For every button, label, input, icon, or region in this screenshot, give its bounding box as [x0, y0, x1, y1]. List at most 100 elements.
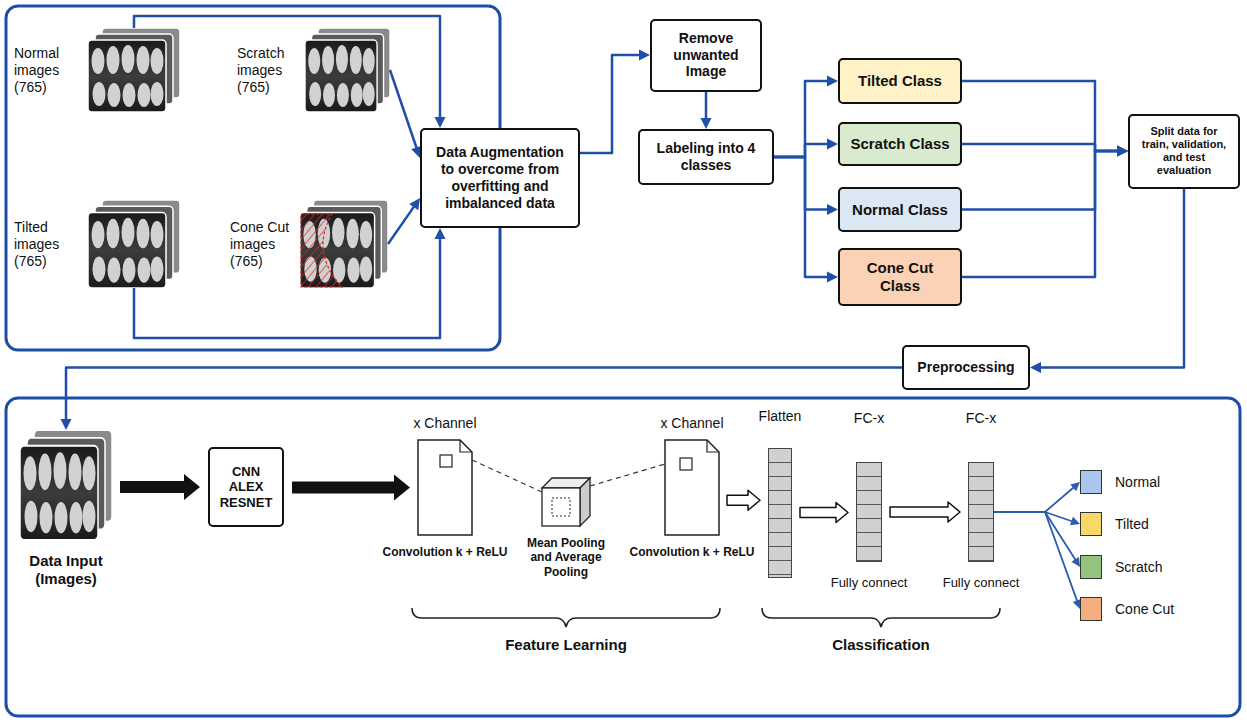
connector	[774, 76, 838, 158]
connector	[962, 146, 1128, 210]
process-box: Remove unwanted Image	[650, 19, 762, 92]
node-label: Cone Cut	[1115, 601, 1195, 618]
arrowhead	[827, 139, 838, 150]
arrowhead	[1117, 146, 1128, 157]
node-label: Cone Cut Class	[848, 259, 952, 295]
node-label: Normal images (765)	[14, 45, 78, 95]
xray-stack	[88, 28, 180, 112]
output-swatch: Cone Cut	[1080, 597, 1102, 621]
node-label: Fully connect	[819, 575, 919, 591]
node-label: Convolution k + ReLU	[381, 545, 509, 559]
arrowhead	[435, 228, 446, 239]
node-label: Cone Cut images (765)	[230, 219, 292, 269]
connector	[890, 502, 960, 522]
output-swatch: Tilted	[1080, 512, 1102, 536]
hollow-arrow	[727, 490, 760, 510]
node-label: Preprocessing	[912, 359, 1020, 376]
arrowhead	[61, 419, 72, 430]
arrowhead	[827, 204, 838, 215]
class-box: Scratch Class	[838, 122, 962, 166]
connector	[134, 16, 446, 128]
node-label: Convolution k + ReLU	[628, 545, 756, 559]
node-label: Labeling into 4 classes	[648, 140, 764, 174]
arrowhead	[1030, 362, 1041, 373]
cone-cut-region	[301, 214, 342, 287]
page-fold	[460, 440, 472, 452]
node-label: FC-x	[951, 410, 1011, 427]
flow-line	[390, 70, 417, 149]
model-box: CNN ALEX RESNET	[208, 447, 284, 527]
flow-line	[134, 237, 440, 338]
flow-line	[994, 512, 1073, 522]
flow-line	[388, 205, 415, 244]
connector	[701, 92, 712, 130]
xray-stack	[305, 28, 390, 112]
block-arrow	[120, 474, 200, 500]
pooling-cube: Mean Pooling and Average Pooling	[542, 478, 590, 526]
node-label: Data Input (Images)	[11, 552, 121, 588]
output-swatch: Scratch	[1080, 555, 1102, 579]
connector	[390, 70, 422, 158]
node-label: x Channel	[647, 415, 737, 432]
image-stack: Cone Cut images (765)	[300, 200, 388, 288]
flow-line	[774, 144, 829, 157]
arrowhead	[1070, 517, 1080, 526]
bracket	[762, 608, 1000, 627]
arrowhead	[1117, 146, 1128, 157]
pooling-cube	[542, 478, 590, 526]
connector	[727, 490, 760, 510]
dashed-link	[472, 460, 542, 492]
section-label: Feature Learning	[456, 636, 676, 654]
section-label: Classification	[771, 636, 991, 654]
flow-line	[774, 81, 829, 157]
xray-stack	[20, 430, 112, 540]
process-box: Data Augmentation to overcome from overf…	[420, 128, 580, 228]
connector	[292, 475, 410, 501]
connector	[774, 157, 838, 283]
flatten-vector: Flatten	[768, 448, 792, 578]
connector	[120, 474, 200, 500]
process-box: Preprocessing	[902, 345, 1030, 390]
node-label: Remove unwanted Image	[660, 30, 752, 80]
connector	[994, 512, 1080, 567]
arrowhead	[827, 272, 838, 283]
kernel-square	[680, 458, 692, 470]
connector	[774, 139, 838, 158]
dense-layer: FC-xFully connect	[968, 462, 994, 562]
connector	[472, 460, 542, 492]
arrowhead	[1070, 482, 1080, 491]
flow-line	[962, 151, 1119, 277]
node-label: Scratch images (765)	[237, 45, 297, 95]
flow-line	[774, 157, 829, 210]
connector	[590, 464, 665, 486]
kernel-square	[440, 455, 452, 467]
process-box: Split data for train, validation, and te…	[1128, 114, 1240, 189]
node-label: Flatten	[745, 408, 815, 425]
node-label: Scratch Class	[848, 135, 952, 153]
page-fold	[707, 440, 719, 452]
node-label: Tilted	[1115, 516, 1195, 533]
image-stack: Tilted images (765)	[88, 200, 180, 288]
class-box: Tilted Class	[838, 58, 962, 104]
image-stack: Scratch images (765)	[305, 28, 390, 112]
bracket	[412, 608, 720, 627]
flow-line	[994, 487, 1075, 512]
node-label: Fully connect	[931, 575, 1031, 591]
node-label: Tilted images (765)	[14, 219, 78, 269]
flow-line	[1039, 189, 1184, 368]
node-label: Normal Class	[848, 201, 952, 219]
output-swatch: Normal	[1080, 470, 1102, 494]
feature-map	[665, 440, 719, 535]
connector	[994, 512, 1081, 609]
flow-line	[134, 16, 440, 119]
block-arrow	[292, 475, 410, 501]
panel-outline	[6, 398, 1240, 716]
flow-line	[580, 55, 641, 153]
arrowhead	[1117, 146, 1128, 157]
node-label: x Channel	[400, 415, 490, 432]
connector	[962, 81, 1128, 157]
flow-line	[705, 92, 708, 121]
image-stack: Normal images (765)	[88, 28, 180, 112]
dense-layer: FC-xFully connect	[856, 462, 882, 562]
